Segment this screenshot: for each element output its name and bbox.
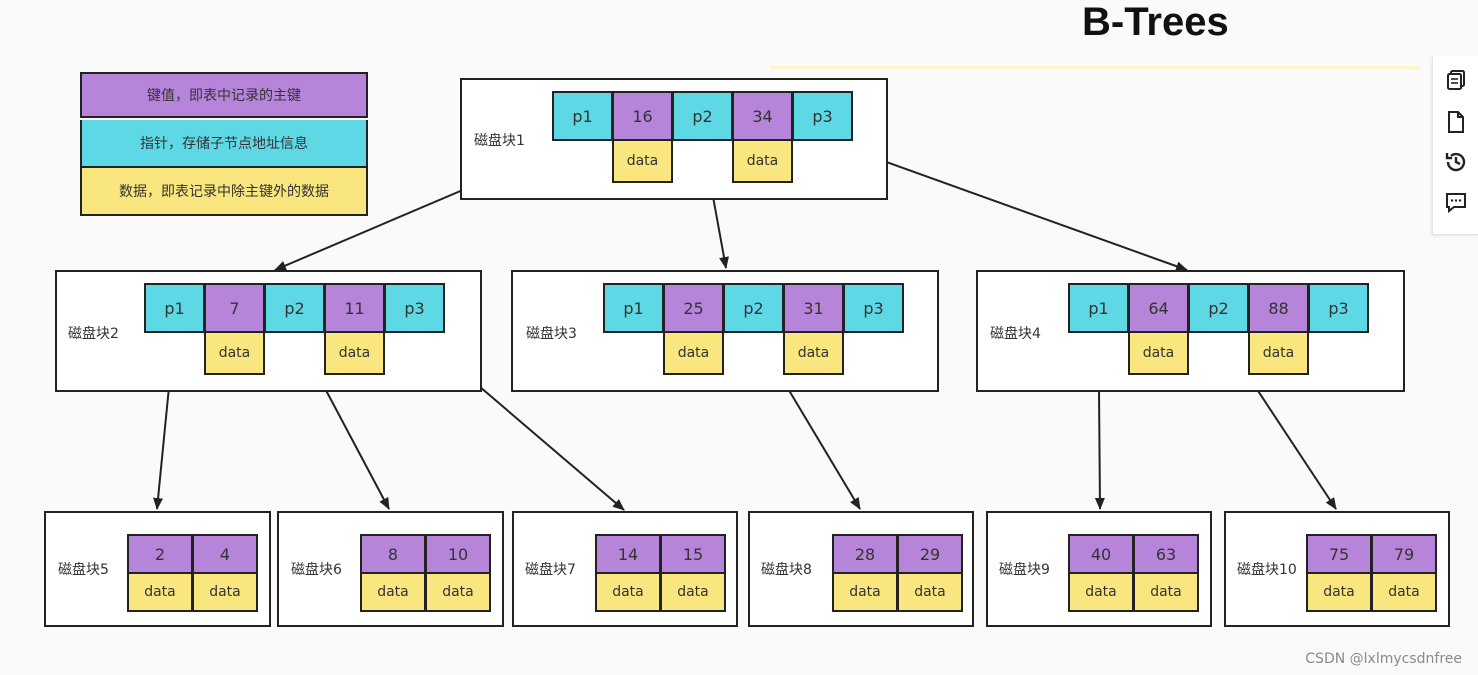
data-cell: data [663,331,724,375]
data-cell: data [783,331,844,375]
data-cell: data [204,331,265,375]
block-label: 磁盘块2 [68,326,119,342]
pointer-cell: p2 [723,283,784,333]
key-cell: 29 [897,534,963,574]
key-cell: 10 [425,534,491,574]
data-cell: data [595,572,661,612]
key-cell: 88 [1248,283,1309,333]
key-cell: 15 [660,534,726,574]
pointer-cell: p3 [384,283,445,333]
block-label: 磁盘块6 [291,562,342,578]
key-cell: 75 [1306,534,1372,574]
key-cell: 28 [832,534,898,574]
block-label: 磁盘块1 [474,133,525,149]
data-cell: data [1068,572,1134,612]
data-cell: data [1128,331,1189,375]
legend-key: 键值，即表中记录的主键 [80,72,368,118]
key-cell: 64 [1128,283,1189,333]
copy-icon[interactable] [1444,68,1468,92]
key-cell: 8 [360,534,426,574]
key-cell: 4 [192,534,258,574]
block-label: 磁盘块5 [58,562,109,578]
data-cell: data [360,572,426,612]
diagram-title: B-Trees [1082,0,1229,44]
key-cell: 79 [1371,534,1437,574]
data-cell: data [732,139,793,183]
block-label: 磁盘块7 [525,562,576,578]
data-cell: data [660,572,726,612]
pointer-cell: p3 [1308,283,1369,333]
block-label: 磁盘块8 [761,562,812,578]
data-cell: data [1371,572,1437,612]
key-cell: 31 [783,283,844,333]
pointer-cell: p3 [843,283,904,333]
data-cell: data [1306,572,1372,612]
data-cell: data [1133,572,1199,612]
key-cell: 63 [1133,534,1199,574]
block-label: 磁盘块4 [990,326,1041,342]
block-label: 磁盘块10 [1237,562,1297,578]
data-cell: data [425,572,491,612]
key-cell: 16 [612,91,673,141]
pointer-cell: p1 [603,283,664,333]
key-cell: 2 [127,534,193,574]
pointer-cell: p2 [1188,283,1249,333]
block-label: 磁盘块9 [999,562,1050,578]
pointer-cell: p2 [264,283,325,333]
pointer-cell: p1 [1068,283,1129,333]
key-cell: 40 [1068,534,1134,574]
data-cell: data [897,572,963,612]
pointer-cell: p3 [792,91,853,141]
key-cell: 14 [595,534,661,574]
right-toolbar [1432,56,1478,235]
history-icon[interactable] [1444,150,1468,174]
file-icon[interactable] [1444,110,1468,134]
key-cell: 34 [732,91,793,141]
data-cell: data [192,572,258,612]
pointer-cell: p1 [144,283,205,333]
pointer-cell: p1 [552,91,613,141]
data-cell: data [324,331,385,375]
key-cell: 11 [324,283,385,333]
legend-data: 数据，即表记录中除主键外的数据 [80,168,368,216]
key-cell: 25 [663,283,724,333]
comment-icon[interactable] [1444,190,1468,214]
data-cell: data [127,572,193,612]
watermark: CSDN @lxlmycsdnfree [1305,651,1462,667]
data-cell: data [832,572,898,612]
title-underline [770,66,1420,69]
key-cell: 7 [204,283,265,333]
pointer-cell: p2 [672,91,733,141]
data-cell: data [1248,331,1309,375]
block-label: 磁盘块3 [526,326,577,342]
legend-pointer: 指针，存储子节点地址信息 [80,120,368,168]
data-cell: data [612,139,673,183]
